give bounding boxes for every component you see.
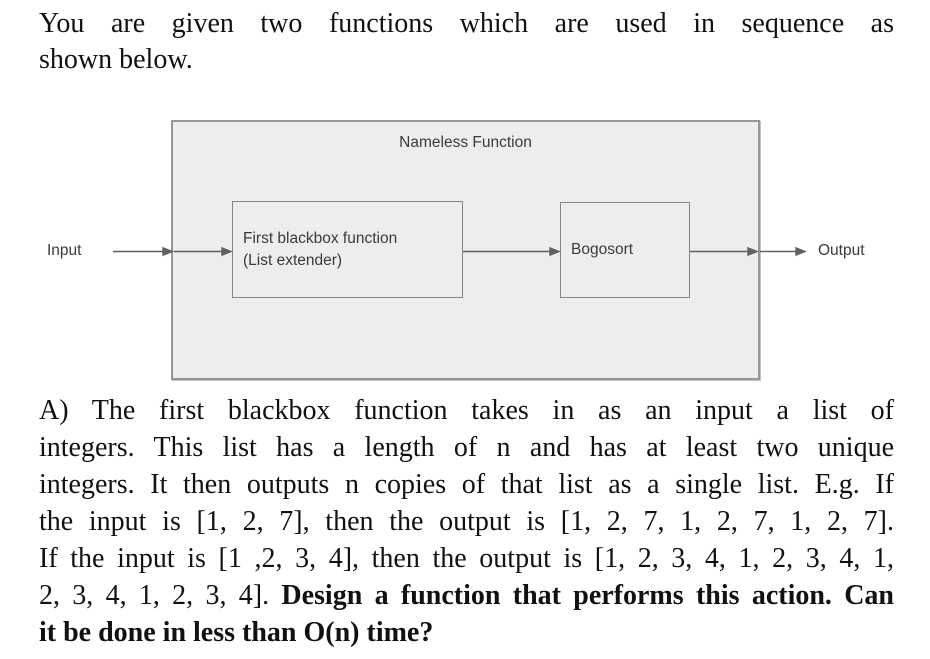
- first-blackbox-function-box: First blackbox function (List extender): [232, 201, 463, 298]
- arrowhead-outer-to-output: [795, 246, 807, 257]
- first-blackbox-label-line-2: (List extender): [243, 251, 343, 269]
- intro-line-1: You are given two functions which are us…: [39, 8, 894, 39]
- input-label: Input: [47, 242, 82, 259]
- output-label: Output: [818, 242, 865, 259]
- question-paragraph: A) The first blackbox function takes in …: [39, 392, 894, 651]
- question-line-6-bold: Design a function that performs this act…: [281, 580, 895, 611]
- question-line-6: 2, 3, 4, 1, 2, 3, 4]. Design a function …: [39, 577, 894, 614]
- question-line-1: A) The first blackbox function takes in …: [39, 395, 894, 426]
- question-line-4: the input is [1, 2, 7], then the output …: [39, 506, 894, 537]
- question-line-7: it be done in less than O(n) time?: [39, 617, 434, 648]
- bogosort-label: Bogosort: [571, 241, 634, 258]
- question-line-2: integers. This list has a length of n an…: [39, 432, 894, 463]
- question-line-6-regular: 2, 3, 4, 1, 2, 3, 4].: [39, 580, 270, 611]
- first-blackbox-label-line-1: First blackbox function: [243, 229, 398, 247]
- diagram-title: Nameless Function: [399, 134, 532, 151]
- intro-line-2: shown below.: [39, 44, 193, 75]
- bogosort-box: Bogosort: [560, 202, 690, 298]
- question-line-5: If the input is [1 ,2, 3, 4], then the o…: [39, 543, 894, 574]
- question-line-3: integers. It then outputs n copies of th…: [39, 469, 894, 500]
- intro-paragraph: You are given two functions which are us…: [39, 6, 894, 78]
